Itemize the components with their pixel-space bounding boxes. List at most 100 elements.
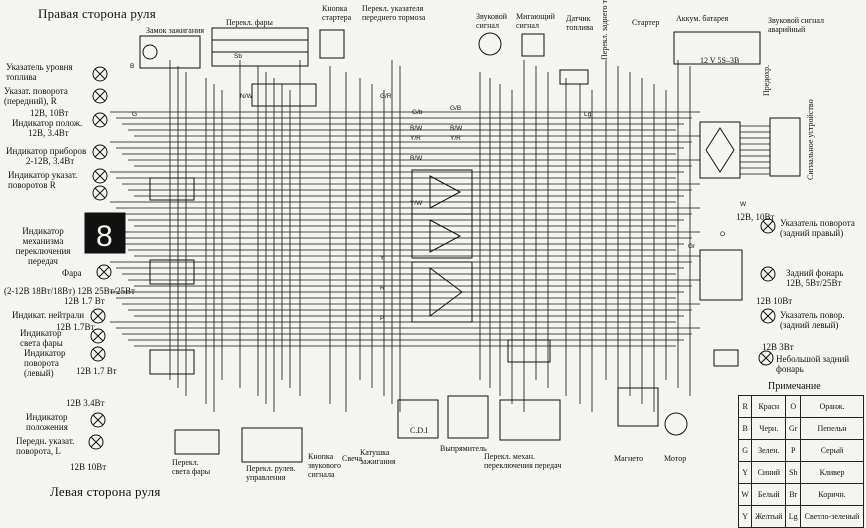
label-rear-brake-switch: Перекл. заднего тормоза <box>600 0 609 60</box>
gear-indicator-display <box>84 212 126 254</box>
label-battery-spec: 12 V 5S–3B <box>700 56 740 65</box>
wiring-diagram: 8 G/bG/BB/WY/RB/WY/RB/WY/WG/RN/WBGSbLgGr… <box>84 27 801 463</box>
label-rear-turn-r: Указатель поворота (задний правый) <box>780 218 855 238</box>
label-tail-light: Задний фонарь <box>786 268 844 278</box>
wire-tag-label: Y <box>380 255 385 262</box>
label-position-ind2: Индикатор положения <box>26 412 68 432</box>
legend-code: G <box>737 439 753 462</box>
label-fuel-gauge: Указатель уровня топлива <box>6 62 73 82</box>
label-front-brake-switch: Перекл. указателя переднего тормоза <box>362 4 426 22</box>
wire-tag-label: P <box>380 315 384 322</box>
wire-tag-label: B/W <box>450 125 463 132</box>
label-rear-turn-r-spec: 12В, 10Вт <box>736 212 775 222</box>
wire-tag-label: O <box>720 231 725 238</box>
label-plate-spec: 12В 3Вт <box>762 342 794 352</box>
lamp-cross-icon <box>760 352 772 364</box>
wire-tag-label: B/W <box>410 155 423 162</box>
label-ignition-coil: Катушка зажигания <box>360 448 396 466</box>
legend-code: W <box>737 483 753 506</box>
wire-tag-label: Gr <box>688 243 696 250</box>
ignition-lock-box <box>139 35 201 69</box>
label-position-ind: Индикатор полож. <box>12 118 83 128</box>
legend-name: Черн. <box>751 417 787 440</box>
legend-code: Br <box>785 483 802 506</box>
wire-tag-label: W <box>740 201 747 208</box>
lamp-cross-icon <box>92 310 104 322</box>
legend-name: Коричн. <box>800 483 864 506</box>
legend-name: Синий <box>751 461 787 484</box>
svg-text:8: 8 <box>96 220 113 253</box>
left-block-c <box>149 349 195 375</box>
components: 8 <box>84 27 801 463</box>
lamp-cross-icon <box>94 114 106 126</box>
lamp-cross-icon <box>90 436 102 448</box>
label-spark-plug: Свеча <box>342 454 362 463</box>
lamp-cross-icon <box>762 220 774 232</box>
center-bottom-block <box>507 339 551 363</box>
label-headlight-spec: (2-12В 18Вт/18Вт) 12В 25Вт/25Вт <box>4 286 135 296</box>
label-position-ind-spec: 12В, 3.4Вт <box>28 128 69 138</box>
headlight-switch-bottom <box>174 429 220 455</box>
lamp-cross-icon <box>98 266 110 278</box>
label-spec-34: 12В 3.4Вт <box>66 398 105 408</box>
wire-tag-label: B/W <box>410 125 423 132</box>
lamp-cross-icon <box>94 187 106 199</box>
label-horn-button: Кнопка звукового сигнала <box>308 452 341 479</box>
lamp-cross-icon <box>94 68 106 80</box>
gear-switch-box <box>499 399 561 441</box>
label-turn-ind-l: Индикатор поворота (левый) <box>24 348 66 378</box>
wire-tag-label: G/B <box>450 105 461 112</box>
legend-name: Белый <box>751 483 787 506</box>
wire-tag-label: Y/W <box>410 200 423 207</box>
legend-name: Оранж. <box>800 395 864 418</box>
left-block-a <box>149 177 195 201</box>
label-turn-switch: Перекл. рулев. управления <box>246 464 296 482</box>
label-rear-turn-l-spec: 12В 10Вт <box>756 296 793 306</box>
wire-tag-label: R <box>380 285 385 292</box>
label-spec-17: 12В 1.7 Вт <box>64 296 105 306</box>
lamp-cross-icon <box>92 330 104 342</box>
lamp-cross-icon <box>94 146 106 158</box>
wire-tag-label: Sb <box>234 53 242 60</box>
wire-tag-label: G <box>132 111 137 118</box>
label-spec-17c: 12В 1.7 Вт <box>76 366 117 376</box>
legend-name: Кливер <box>800 461 864 484</box>
turn-switch-bottom <box>241 427 303 463</box>
title-left-side: Левая сторона руля <box>50 484 161 499</box>
battery-box <box>673 31 761 65</box>
legend-name: Красн <box>751 395 787 418</box>
starter-button-box <box>319 29 345 59</box>
label-instr-ind: Индикатор приборов <box>6 146 87 156</box>
legend-code: P <box>785 439 802 462</box>
label-magneto: Магнето <box>614 454 644 463</box>
legend-name: Светло-зеленый <box>800 505 864 528</box>
label-cdi: C.D.I <box>410 426 428 435</box>
wire-tag-label: Y/R <box>450 135 461 142</box>
magneto-box <box>617 387 659 427</box>
legend-name: Желтый <box>751 505 787 528</box>
center-block-3 <box>411 261 473 323</box>
lamp-cross-icon <box>94 170 106 182</box>
label-starter-button: Кнопка стартера <box>322 4 352 22</box>
legend-title: Примечание <box>768 381 821 392</box>
label-horn: Звуковой сигнал <box>476 12 507 30</box>
label-neutral-ind: Индикат. нейтрали <box>12 310 85 320</box>
wire-tag-label: Lg <box>584 111 592 118</box>
label-instr-ind-spec: 2-12В, 3.4Вт <box>26 156 75 166</box>
legend-name: Серый <box>800 439 864 462</box>
fuel-sensor-box <box>559 69 589 85</box>
wire-tag-label: N/W <box>240 93 254 100</box>
label-tail-light-spec: 12В, 5Вт/25Вт <box>786 278 842 288</box>
label-plate-light: Небольшой задний фонарь <box>776 354 850 374</box>
wire-bundle <box>110 60 770 412</box>
label-battery: Аккум. батарея <box>676 14 729 23</box>
junction-block <box>699 121 741 179</box>
right-small-block <box>713 349 739 367</box>
legend-code: Y <box>737 505 753 528</box>
label-fuse: Предохр. <box>762 64 771 96</box>
lamps <box>88 66 776 450</box>
